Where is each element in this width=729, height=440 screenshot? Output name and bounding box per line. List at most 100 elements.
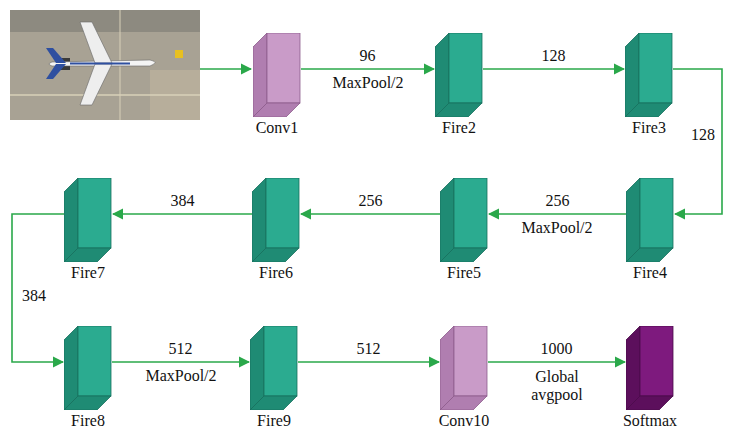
block-bottom bbox=[253, 103, 300, 117]
channel-count: 512 bbox=[167, 340, 195, 358]
block-label: Fire6 bbox=[259, 264, 293, 282]
flow-arrow bbox=[298, 361, 439, 363]
operation-label: Global avgpool bbox=[524, 368, 590, 405]
layer-block: Conv10 bbox=[440, 326, 488, 410]
airport-photo bbox=[10, 10, 200, 120]
block-side bbox=[253, 33, 267, 117]
block-shape bbox=[440, 178, 488, 262]
block-side bbox=[440, 326, 454, 410]
block-shape bbox=[64, 178, 112, 262]
block-side bbox=[626, 326, 640, 410]
block-bottom bbox=[64, 248, 111, 262]
wing bbox=[80, 22, 112, 63]
block-label: Fire4 bbox=[633, 264, 667, 282]
channel-count: 256 bbox=[357, 192, 385, 210]
channel-count: 384 bbox=[169, 192, 197, 210]
block-bottom bbox=[252, 248, 299, 262]
layer-block: Conv1 bbox=[253, 33, 301, 117]
flow-arrow bbox=[12, 214, 64, 362]
channel-count: 96 bbox=[358, 47, 378, 65]
block-label: Conv1 bbox=[256, 119, 299, 137]
layer-block: Fire5 bbox=[440, 178, 488, 262]
operation-label: MaxPool/2 bbox=[519, 219, 594, 237]
block-shape bbox=[626, 326, 674, 410]
block-bottom bbox=[435, 103, 482, 117]
tail bbox=[46, 48, 66, 63]
block-front bbox=[266, 178, 299, 248]
block-shape bbox=[252, 178, 300, 262]
taxi-line bbox=[10, 94, 200, 96]
layer-block: Fire7 bbox=[64, 178, 112, 262]
block-label: Fire5 bbox=[447, 264, 481, 282]
vehicle bbox=[175, 50, 183, 58]
block-label: Fire9 bbox=[257, 412, 291, 430]
operation-label: MaxPool/2 bbox=[330, 74, 405, 92]
block-label: Fire8 bbox=[71, 412, 105, 430]
block-shape bbox=[253, 33, 301, 117]
block-shape bbox=[64, 326, 112, 410]
layer-block: Fire6 bbox=[252, 178, 300, 262]
tarmac bbox=[10, 10, 200, 120]
block-front bbox=[449, 33, 482, 103]
layer-block: Fire8 bbox=[64, 326, 112, 410]
layer-block: Softmax bbox=[626, 326, 674, 410]
block-front bbox=[639, 33, 672, 103]
block-bottom bbox=[64, 396, 111, 410]
block-front bbox=[78, 326, 111, 396]
layer-block: Fire9 bbox=[250, 326, 298, 410]
block-side bbox=[250, 326, 264, 410]
block-side bbox=[64, 326, 78, 410]
apron bbox=[10, 10, 200, 32]
block-side bbox=[440, 178, 454, 262]
flow-arrow bbox=[673, 69, 722, 214]
block-label: Softmax bbox=[623, 412, 677, 430]
block-bottom bbox=[440, 248, 487, 262]
block-front bbox=[264, 326, 297, 396]
block-front bbox=[640, 326, 673, 396]
channel-count: 512 bbox=[355, 340, 383, 358]
block-front bbox=[640, 178, 673, 248]
block-shape bbox=[250, 326, 298, 410]
channel-count: 1000 bbox=[539, 340, 575, 358]
flow-arrow bbox=[483, 68, 624, 70]
block-front bbox=[267, 33, 300, 103]
input-arrow bbox=[200, 68, 251, 70]
block-side bbox=[64, 178, 78, 262]
channel-count: 256 bbox=[544, 192, 572, 210]
block-label: Conv10 bbox=[439, 412, 490, 430]
flow-arrow bbox=[301, 213, 440, 215]
airplane bbox=[46, 22, 155, 105]
flow-arrow bbox=[301, 68, 434, 70]
block-shape bbox=[626, 178, 674, 262]
layer-block: Fire2 bbox=[435, 33, 483, 117]
channel-count: 384 bbox=[20, 287, 48, 305]
flow-arrow bbox=[489, 213, 626, 215]
layer-block: Fire4 bbox=[626, 178, 674, 262]
block-side bbox=[625, 33, 639, 117]
channel-count: 128 bbox=[689, 126, 717, 144]
block-bottom bbox=[440, 396, 487, 410]
block-label: Fire7 bbox=[71, 264, 105, 282]
block-bottom bbox=[250, 396, 297, 410]
block-shape bbox=[440, 326, 488, 410]
block-front bbox=[454, 326, 487, 396]
block-shape bbox=[435, 33, 483, 117]
stripe bbox=[70, 63, 130, 65]
block-side bbox=[435, 33, 449, 117]
layer-block: Fire3 bbox=[625, 33, 673, 117]
operation-label: MaxPool/2 bbox=[143, 367, 218, 385]
tail bbox=[46, 64, 66, 79]
block-label: Fire3 bbox=[632, 119, 666, 137]
block-front bbox=[78, 178, 111, 248]
block-bottom bbox=[626, 248, 673, 262]
flow-arrow bbox=[112, 361, 249, 363]
block-label: Fire2 bbox=[442, 119, 476, 137]
block-bottom bbox=[625, 103, 672, 117]
block-bottom bbox=[626, 396, 673, 410]
block-front bbox=[454, 178, 487, 248]
channel-count: 128 bbox=[540, 47, 568, 65]
flow-arrow bbox=[488, 361, 625, 363]
block-side bbox=[252, 178, 266, 262]
block-side bbox=[626, 178, 640, 262]
